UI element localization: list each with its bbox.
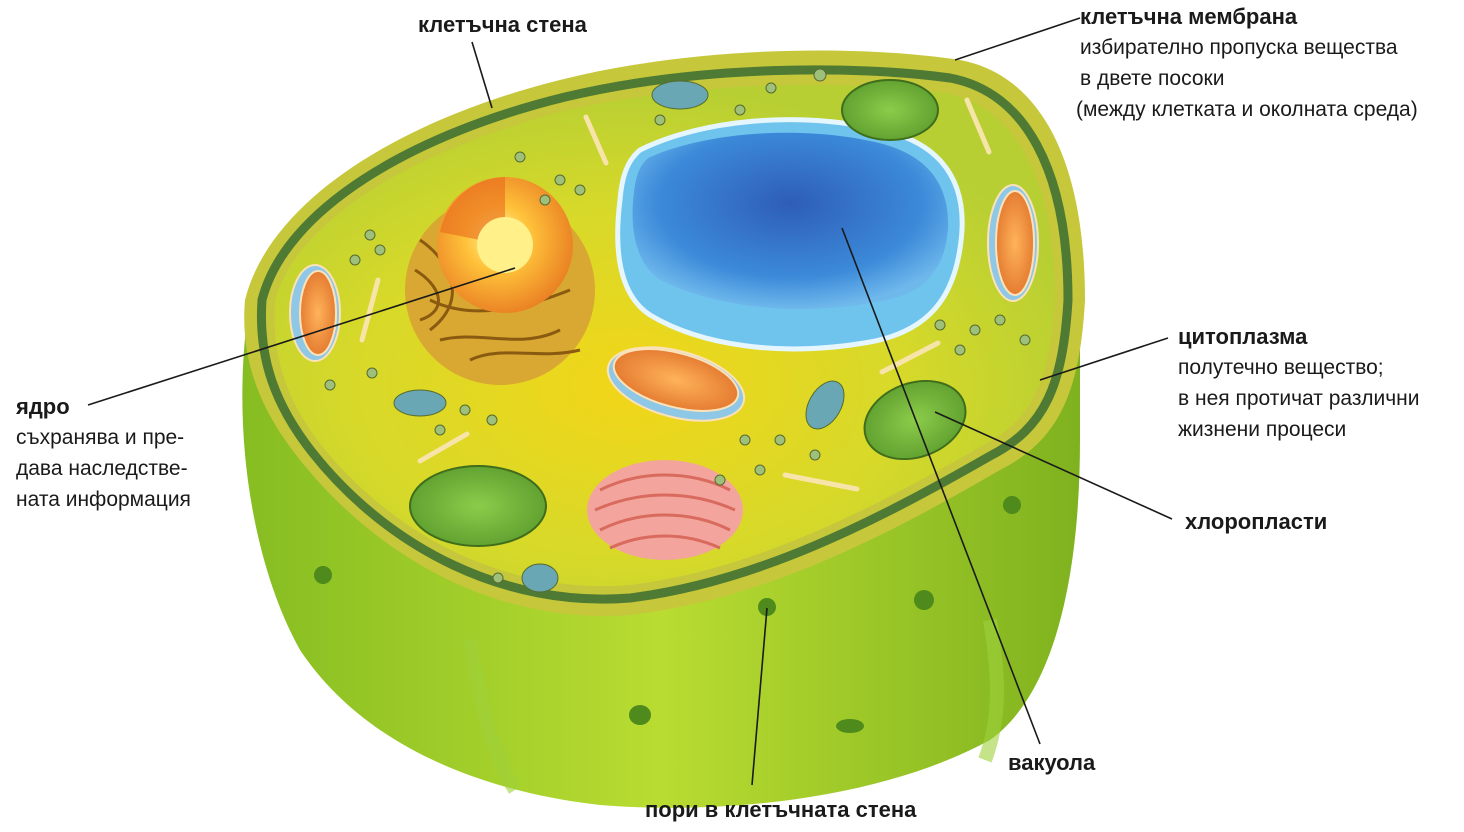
leader-cytoplasm: [1039, 337, 1169, 381]
nucleus-desc-2: дава наследстве-: [16, 457, 188, 480]
small-vesicles: [324, 68, 1031, 593]
leader-cell-wall: [471, 41, 493, 109]
cell-membrane-desc-1: избирателно пропуска вещества: [1080, 36, 1398, 59]
leader-vacuole: [841, 227, 1041, 745]
chloroplasts-label: хлоропласти: [1185, 507, 1327, 537]
cell-membrane-label: клетъчна мембрана избирателно пропуска в…: [1076, 2, 1418, 125]
cell-membrane-desc-2: в двете посоки: [1080, 67, 1225, 90]
cytoplasm-desc-3: жизнени процеси: [1178, 418, 1347, 441]
vacuole-title: вакуола: [1008, 750, 1096, 775]
leader-lines: [87, 17, 1173, 786]
nucleus-desc-1: съхранява и пре-: [16, 426, 185, 449]
cell-wall-title: клетъчна стена: [418, 12, 587, 37]
vacuole-shape: [615, 117, 965, 352]
cytoplasm-desc-1: полутечно вещество;: [1178, 356, 1384, 379]
golgi-shape: [587, 460, 743, 560]
leader-pores: [751, 607, 768, 786]
cell-membrane-desc-3: (между клетката и околната среда): [1076, 98, 1418, 121]
vacuole-label: вакуола: [1008, 748, 1095, 778]
leader-cell-membrane: [954, 17, 1081, 61]
cytoplasm-title: цитоплазма: [1178, 324, 1308, 349]
cytoplasm-label: цитоплазма полутечно вещество; в нея про…: [1178, 322, 1419, 445]
cell-wall-label: клетъчна стена: [418, 10, 587, 40]
leader-nucleus: [87, 267, 516, 406]
mitochondria-shapes: [289, 184, 1039, 422]
cytoplasm-desc-2: в нея протичат различни: [1178, 387, 1420, 410]
cell-membrane-title: клетъчна мембрана: [1080, 4, 1298, 29]
pores-label: пори в клетъчната стена: [645, 795, 916, 825]
cytoskeleton-rods: [359, 97, 992, 492]
nucleus-shape: [405, 177, 595, 385]
nucleus-label: ядро съхранява и пре- дава наследстве- н…: [16, 392, 191, 515]
cell-wall-pores: [314, 496, 1021, 733]
leader-chloroplasts: [934, 411, 1173, 520]
chloroplasts-title: хлоропласти: [1185, 509, 1328, 534]
pores-title: пори в клетъчната стена: [645, 797, 917, 822]
wall-ridge: [978, 618, 1004, 763]
wall-ridge: [463, 638, 521, 794]
nucleus-desc-3: ната информация: [16, 488, 191, 511]
cell-membrane-shape: [256, 65, 1073, 604]
nucleus-title: ядро: [16, 394, 70, 419]
